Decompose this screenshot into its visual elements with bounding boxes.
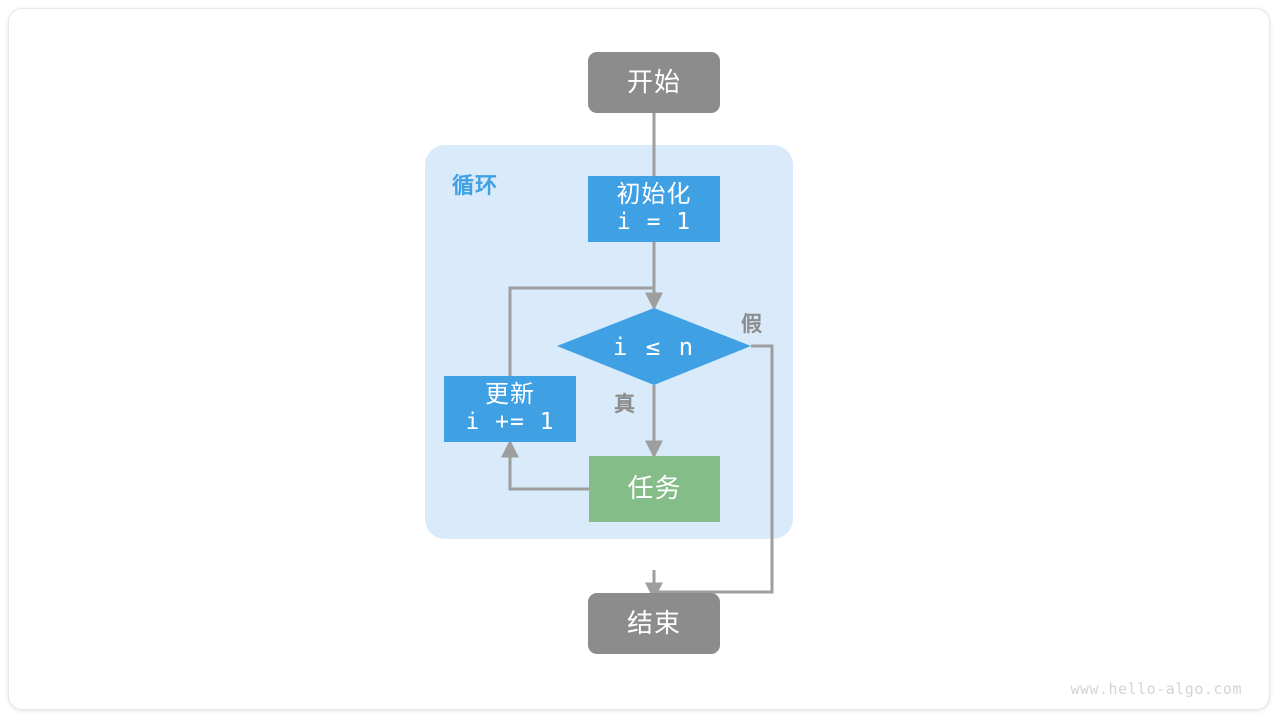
- node-init-code: i = 1: [616, 209, 692, 236]
- edge-label-true: 真: [614, 393, 635, 416]
- edge-task-to-update: [501, 439, 589, 491]
- edge-cond-to-end: [654, 344, 774, 594]
- node-task[interactable]: 任务: [589, 456, 720, 522]
- node-init-label: 初始化: [616, 181, 692, 209]
- node-start[interactable]: 开始: [588, 52, 720, 113]
- watermark-text: www.hello-algo.com: [1070, 680, 1242, 698]
- node-update-code: i += 1: [465, 409, 555, 436]
- edge-update-to-cond: [508, 286, 654, 376]
- node-condition-label: i ≤ n: [612, 332, 696, 361]
- node-update-label: 更新: [485, 381, 535, 409]
- node-end[interactable]: 结束: [588, 593, 720, 654]
- decision-diamond: [557, 308, 751, 385]
- node-condition[interactable]: i ≤ n: [557, 308, 751, 385]
- node-init[interactable]: 初始化 i = 1: [588, 176, 720, 242]
- loop-group-label: 循环: [452, 173, 499, 198]
- edge-label-false: 假: [741, 313, 762, 336]
- node-end-label: 结束: [626, 607, 681, 638]
- node-start-label: 开始: [626, 66, 681, 97]
- node-update[interactable]: 更新 i += 1: [444, 376, 576, 442]
- node-task-label: 任务: [627, 473, 682, 504]
